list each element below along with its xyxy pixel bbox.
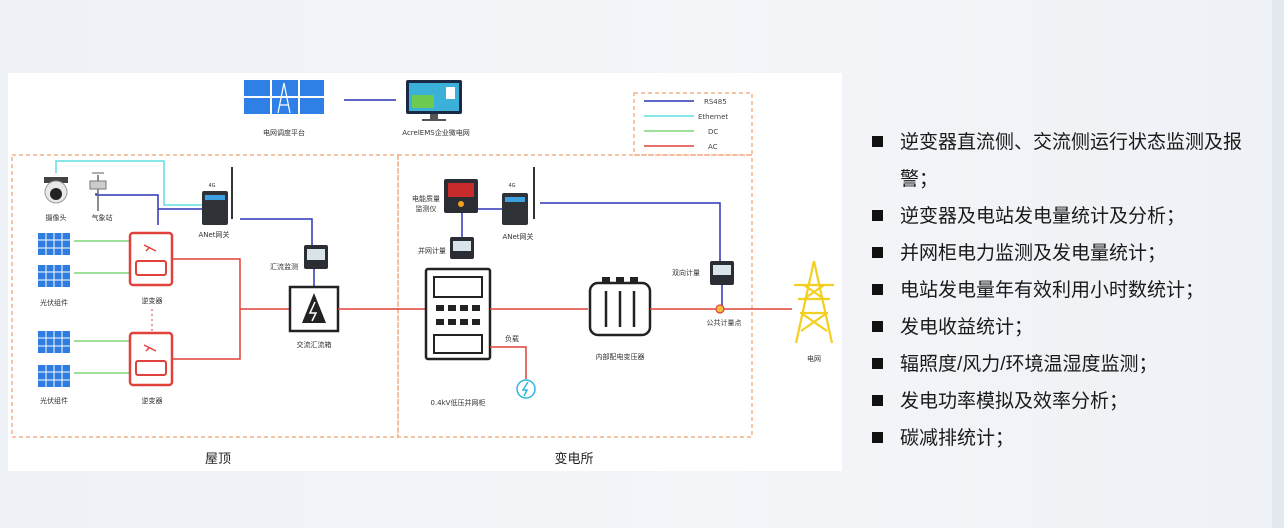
- inverter1-label: 逆变器: [142, 296, 163, 305]
- feature-item: 并网柜电力监测及发电量统计；: [868, 235, 1268, 272]
- rs485-link-bidirectional: [540, 202, 721, 261]
- common-point-marker: [715, 304, 725, 314]
- grid-label: 电网: [807, 354, 821, 363]
- diagram-svg: RS485 Ethernet DC AC 电网调度平台 AcrelEMS企业微电…: [11, 80, 834, 467]
- feature-item: 辐照度/风力/环境温湿度监测；: [868, 346, 1268, 383]
- lv-cabinet-label: 0.4kV低压并网柜: [431, 398, 486, 407]
- bullet-square-icon: [872, 210, 883, 221]
- lightning-bolt-icon: [516, 379, 536, 399]
- ac-combiner-icon: [288, 285, 340, 333]
- bullet-square-icon: [872, 321, 883, 332]
- lv-cabinet-icon: [424, 267, 492, 361]
- ethernet-link-camera: [55, 160, 204, 206]
- feature-text: 逆变器及电站发电量统计及分析；: [900, 206, 1186, 227]
- bullet-square-icon: [872, 432, 883, 443]
- substation-zone-frame: [397, 154, 753, 438]
- feature-text: 碳减排统计；: [900, 428, 1015, 449]
- feature-text: 逆变器直流侧、交流侧运行状态监测及报警；: [900, 132, 1243, 190]
- bullet-square-icon: [872, 247, 883, 258]
- pq-monitor-label-2: 监测仪: [416, 204, 437, 213]
- transformer-label: 内部配电变压器: [596, 352, 645, 361]
- system-diagram: RS485 Ethernet DC AC 电网调度平台 AcrelEMS企业微电…: [8, 73, 842, 471]
- gateway2-signal-label: 4G: [508, 183, 515, 189]
- ems-monitor-icon: [406, 80, 462, 121]
- gateway2-icon: [502, 167, 535, 225]
- grid-meter-label: 并网计量: [418, 246, 446, 255]
- legend-ethernet-label: Ethernet: [698, 113, 728, 121]
- ac-link-load: [490, 346, 527, 379]
- inverter2-label: 逆变器: [142, 396, 163, 405]
- ac-combiner-label: 交流汇流箱: [297, 340, 332, 349]
- feature-item: 逆变器直流侧、交流侧运行状态监测及报警；: [868, 124, 1268, 198]
- feature-text: 发电收益统计；: [900, 317, 1034, 338]
- feature-text: 并网柜电力监测及发电量统计；: [900, 243, 1167, 264]
- bullet-square-icon: [872, 136, 883, 147]
- transformer-icon: [588, 277, 652, 337]
- rs485-link-weather: [95, 193, 159, 225]
- gateway2-label: ANet网关: [502, 232, 533, 241]
- weather-label: 气象站: [92, 213, 113, 222]
- bullet-square-icon: [872, 284, 883, 295]
- power-tower-icon: [794, 260, 834, 344]
- pv1-label: 光伏组件: [40, 298, 68, 307]
- solar-panel-icon: [38, 331, 70, 387]
- feature-text: 电站发电量年有效利用小时数统计；: [900, 280, 1205, 301]
- camera-label: 摄像头: [46, 213, 67, 222]
- legend-dc-label: DC: [708, 128, 718, 136]
- legend-frame: [633, 92, 753, 156]
- combiner-monitor-label: 汇流监测: [270, 262, 298, 271]
- ems-label: AcrelEMS企业微电网: [402, 128, 469, 137]
- feature-item: 逆变器及电站发电量统计及分析；: [868, 198, 1268, 235]
- feature-item: 发电功率模拟及效率分析；: [868, 383, 1268, 420]
- feature-list: 逆变器直流侧、交流侧运行状态监测及报警； 逆变器及电站发电量统计及分析； 并网柜…: [868, 124, 1268, 457]
- zone-roof-label: 屋顶: [205, 452, 231, 467]
- gateway1-label: ANet网关: [198, 230, 229, 239]
- zone-substation-label: 变电所: [554, 451, 593, 467]
- feature-item: 电站发电量年有效利用小时数统计；: [868, 272, 1268, 309]
- legend-rs485-label: RS485: [704, 98, 727, 106]
- common-point-label: 公共计量点: [707, 318, 742, 327]
- feature-item: 发电收益统计；: [868, 309, 1268, 346]
- bidirectional-meter-label: 双向计量: [672, 268, 700, 277]
- combiner-meter-icon: [304, 245, 328, 269]
- grid-dispatch-screen-icon: [244, 80, 324, 114]
- grid-meter-icon: [450, 237, 474, 259]
- pv2-label: 光伏组件: [40, 396, 68, 405]
- pq-monitor-label-1: 电能质量: [412, 194, 440, 203]
- inverter1-icon: [128, 231, 174, 287]
- legend-ac-label: AC: [708, 143, 718, 151]
- load-label: 负载: [505, 334, 519, 343]
- ac-link-inverter1: [172, 258, 290, 310]
- grid-dispatch-label: 电网调度平台: [263, 128, 305, 137]
- bidirectional-meter-icon: [710, 261, 734, 285]
- weather-station-icon: [89, 172, 107, 211]
- right-edge-bar: [1272, 0, 1284, 528]
- bullet-square-icon: [872, 395, 883, 406]
- feature-text: 辐照度/风力/环境温湿度监测；: [900, 354, 1158, 375]
- gateway1-signal-label: 4G: [208, 183, 215, 189]
- gateway1-icon: [202, 167, 233, 225]
- rs485-link-combiner: [240, 218, 313, 245]
- ac-link-inverter2: [172, 309, 241, 360]
- legend: RS485 Ethernet DC AC: [644, 98, 728, 151]
- bullet-square-icon: [872, 358, 883, 369]
- feature-text: 发电功率模拟及效率分析；: [900, 391, 1129, 412]
- feature-item: 碳减排统计；: [868, 420, 1268, 457]
- inverter2-icon: [128, 331, 174, 387]
- camera-icon: [44, 177, 68, 204]
- solar-panel-icon: [38, 233, 70, 287]
- power-quality-monitor-icon: [444, 179, 478, 213]
